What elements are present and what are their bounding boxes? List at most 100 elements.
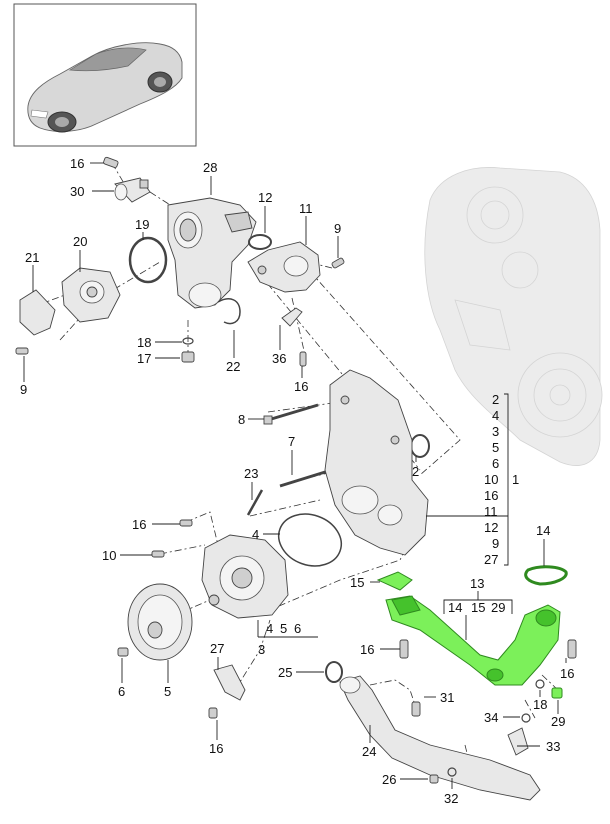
callout-13: 13 — [470, 576, 484, 591]
kit-item: 9 — [492, 536, 499, 551]
part-18-washer — [182, 337, 194, 345]
kit-item: 5 — [492, 440, 499, 455]
part-19-seal-ring — [128, 236, 168, 284]
engine-block-ghost — [424, 167, 603, 466]
part-29-screw-green — [551, 687, 563, 699]
leader-lines — [23, 162, 567, 789]
part-16-bolt-left-mid — [179, 519, 193, 527]
callout-26: 26 — [382, 772, 396, 787]
part-25-oring-pipe — [325, 661, 343, 683]
kit-item: 6 — [492, 456, 499, 471]
callout-5: 5 — [280, 621, 287, 636]
part-16-bolt-pipe-left — [399, 639, 409, 659]
callout-7: 7 — [288, 434, 295, 449]
callout-15: 15 — [471, 600, 485, 615]
callout-16: 16 — [132, 517, 146, 532]
callout-4: 4 — [266, 621, 273, 636]
callout-12: 12 — [258, 190, 272, 205]
part-14-gasket-green — [524, 565, 568, 586]
part-4-gasket — [277, 513, 343, 567]
callout-labels: 16 28 30 12 11 19 9 21 20 18 17 22 36 16… — [20, 156, 574, 806]
callout-36: 36 — [272, 351, 286, 366]
callout-19: 19 — [135, 217, 149, 232]
part-20-valve — [61, 267, 121, 323]
part-24-water-pipe — [339, 675, 541, 801]
part-9-bolt-left — [15, 347, 29, 355]
callout-8: 8 — [238, 412, 245, 427]
callout-16: 16 — [209, 741, 223, 756]
part-18-washer-pipe — [535, 679, 545, 689]
callout-6: 6 — [294, 621, 301, 636]
kit-item: 4 — [492, 408, 499, 423]
callout-28: 28 — [203, 160, 217, 175]
part-13-coolant-pipe-highlighted — [385, 595, 561, 686]
callout-11: 11 — [299, 201, 313, 216]
callout-17: 17 — [137, 351, 151, 366]
callout-21: 21 — [25, 250, 39, 265]
kit-item: 16 — [484, 488, 498, 503]
callout-16: 16 — [560, 666, 574, 681]
callout-18: 18 — [533, 697, 547, 712]
callout-14: 14 — [536, 523, 550, 538]
kit-item: 10 — [484, 472, 498, 487]
part-32-washer — [447, 767, 457, 777]
part-2-oring-housing — [410, 434, 430, 458]
callout-9: 9 — [20, 382, 27, 397]
part-16-bolt-bottom-left — [208, 707, 218, 719]
car-icon — [27, 42, 183, 133]
callout-18: 18 — [137, 335, 151, 350]
kit-item: 2 — [492, 392, 499, 407]
part-26-bolt — [429, 774, 439, 784]
callout-9: 9 — [334, 221, 341, 236]
callout-32: 32 — [444, 791, 458, 806]
part-28-thermostat-housing — [167, 197, 257, 309]
callout-5: 5 — [164, 684, 171, 699]
part-22-clip — [217, 298, 241, 325]
callout-14: 14 — [448, 600, 462, 615]
kit-item: 12 — [484, 520, 498, 535]
kit-list: 2 4 3 5 6 10 16 11 12 9 27 1 — [484, 392, 519, 567]
callout-29: 29 — [551, 714, 565, 729]
callout-24: 24 — [362, 744, 376, 759]
callout-29: 29 — [491, 600, 505, 615]
callout-20: 20 — [73, 234, 87, 249]
callout-16: 16 — [70, 156, 84, 171]
callout-6: 6 — [118, 684, 125, 699]
part-16-bolt-mid — [299, 351, 307, 367]
kit-item: 27 — [484, 552, 498, 567]
part-11-housing — [247, 241, 321, 293]
callout-23: 23 — [244, 466, 258, 481]
callout-34: 34 — [484, 710, 498, 725]
part-16-bolt-top — [103, 156, 119, 169]
part-3-water-pump — [201, 534, 289, 619]
part-17-plug — [181, 351, 195, 363]
kit-item: 11 — [484, 504, 498, 519]
part-30-fitting — [114, 177, 151, 203]
part-5-pulley — [127, 583, 193, 661]
part-8-bolt — [263, 403, 319, 425]
callout-16: 16 — [294, 379, 308, 394]
callout-4: 4 — [252, 527, 259, 542]
callout-25: 25 — [278, 665, 292, 680]
part-11-cover — [324, 369, 429, 556]
vehicle-thumbnail-frame — [13, 3, 197, 147]
part-23-bolt — [246, 489, 264, 516]
callout-27: 27 — [210, 641, 224, 656]
part-9-bolt-right — [331, 257, 345, 269]
kit-item: 3 — [492, 424, 499, 439]
callout-10: 10 — [102, 548, 116, 563]
kit-number: 1 — [512, 472, 519, 487]
callout-2: 2 — [412, 464, 419, 479]
part-12-oring — [248, 234, 272, 250]
part-33-bracket — [507, 727, 529, 756]
part-31-bolt — [411, 701, 421, 717]
callout-22: 22 — [226, 359, 240, 374]
part-36-bracket — [281, 307, 303, 327]
callout-16: 16 — [360, 642, 374, 657]
part-15-gasket-green — [376, 571, 413, 591]
callout-15: 15 — [350, 575, 364, 590]
part-34-clip — [521, 713, 531, 723]
callout-30: 30 — [70, 184, 84, 199]
part-27-bracket — [213, 664, 246, 701]
